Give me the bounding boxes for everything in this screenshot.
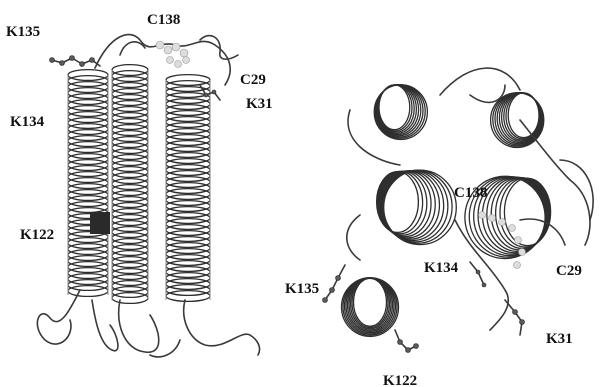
right-k122-sidechain [395, 330, 419, 353]
left-label-c29: C29 [240, 72, 266, 88]
left-label-k122: K122 [20, 227, 54, 243]
left-bottom-tail [92, 300, 118, 351]
left-ribbon-view [37, 35, 259, 357]
helix-turn [349, 278, 391, 330]
right-k135-sidechain [323, 265, 346, 303]
right-helix-top-left [374, 85, 427, 140]
left-labels: K135 C138 C29 K31 K134 K122 [6, 12, 273, 243]
left-label-k31: K31 [246, 96, 273, 112]
helix-turn [354, 278, 387, 326]
right-label-k135: K135 [285, 281, 319, 297]
left-label-k134: K134 [10, 114, 45, 130]
left-k122-sidechain [90, 212, 110, 234]
left-bottom-loop-mid [119, 300, 180, 357]
right-label-c29: C29 [556, 263, 582, 279]
helix-turn [351, 278, 390, 329]
left-bottom-loop-left [37, 290, 80, 344]
right-helix-bottom-left [342, 278, 399, 337]
right-label-c138: C138 [454, 185, 487, 201]
right-k134-sidechain [470, 262, 486, 287]
left-helix-1 [68, 70, 108, 297]
left-label-c138: C138 [147, 12, 180, 28]
right-helix-mid-left [377, 170, 457, 244]
left-bottom-loop-right [184, 300, 260, 355]
right-ribbon-view [323, 68, 594, 352]
left-helix-2 [112, 65, 148, 304]
left-label-k135: K135 [6, 24, 40, 40]
left-k135-sidechain [50, 56, 101, 67]
helix-turn [348, 278, 393, 331]
right-label-k31: K31 [546, 331, 573, 347]
right-label-k134: K134 [424, 260, 459, 276]
left-helix-3 [166, 75, 210, 302]
right-label-k122: K122 [383, 373, 417, 387]
helix-turn [352, 278, 388, 327]
right-outer-loop [470, 85, 593, 220]
